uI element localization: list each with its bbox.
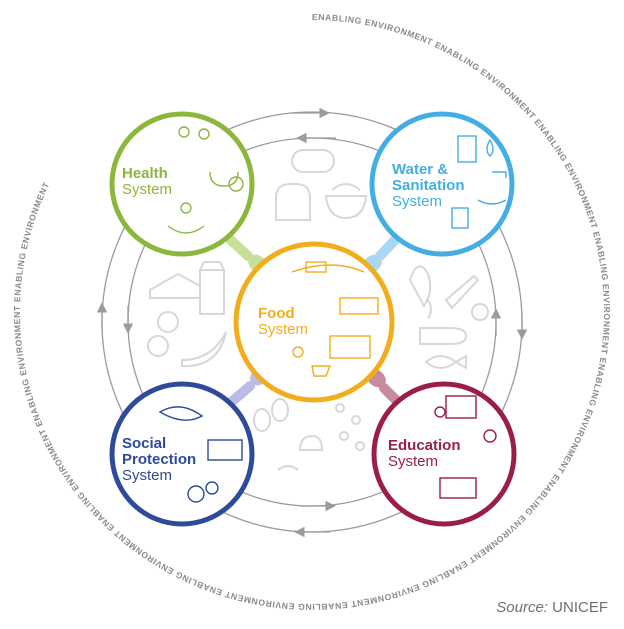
health-title: Health [122, 165, 168, 182]
education-system-node: Education System [371, 381, 517, 527]
shopping-cart-icon [311, 365, 332, 377]
stethoscope-icon [209, 171, 239, 187]
egg-icon-2 [253, 408, 271, 432]
fried-egg-icon [298, 434, 324, 451]
social-title-line1: Social [122, 435, 166, 452]
handwashing-icon [477, 199, 507, 205]
health-subtitle: System [122, 181, 172, 198]
education-subtitle: System [388, 453, 438, 470]
water-title-line1: Water & [392, 161, 448, 178]
blackboard-icon [445, 395, 477, 419]
mushroom-icon [471, 303, 489, 321]
carrot-icon [444, 274, 480, 310]
source-name: UNICEF [552, 599, 608, 616]
caring-hands-icon [167, 225, 205, 234]
orbit-arrows [96, 107, 528, 538]
social-title-line2: Protection [122, 451, 196, 468]
school-meal-tray-icon [439, 477, 477, 499]
peapod-icon [277, 465, 299, 471]
medical-cross-icon [228, 176, 244, 192]
fish-icon [424, 354, 467, 370]
bean-icon-4 [355, 441, 365, 451]
cheese-icon [149, 272, 201, 299]
food-subtitle: System [258, 321, 308, 338]
water-glass-icon [457, 135, 477, 163]
teacher-icon [434, 406, 446, 418]
gear-icon [187, 485, 205, 503]
cow-icon [305, 261, 327, 273]
apple-icon [157, 311, 179, 333]
egg-icon [271, 398, 289, 422]
health-worker-icon [178, 126, 190, 138]
handshake-icon [158, 406, 204, 421]
bean-icon [335, 403, 345, 413]
bread-loaf-icon [275, 183, 311, 221]
leafy-greens-icon [408, 265, 432, 319]
milk-carton-icon [198, 261, 226, 315]
water-title-line2: Sanitation [392, 177, 465, 194]
source-prefix: Source: [496, 599, 548, 616]
water-sanitation-system-node: Water & Sanitation System [369, 111, 515, 257]
shopper-icon [292, 346, 304, 358]
rice-bowl-icon [324, 183, 368, 220]
banana-icon [181, 331, 227, 368]
gear-icon-2 [205, 481, 219, 495]
education-title: Education [388, 437, 461, 454]
social-protection-system-node: Social Protection System [109, 381, 255, 527]
student-icon [483, 429, 497, 443]
orange-icon [147, 335, 169, 357]
source-credit: Source: UNICEF [496, 599, 608, 616]
food-system-node: Food System [233, 241, 395, 403]
drumstick-icon [419, 327, 468, 345]
water-drop-icon [486, 138, 494, 157]
bean-icon-2 [351, 415, 361, 425]
water-subtitle: System [392, 193, 442, 210]
cash-icon [207, 439, 243, 461]
market-stall-icon [339, 297, 379, 315]
background-food-icons [147, 149, 489, 471]
bread-roll-icon [291, 149, 335, 173]
tap-icon [492, 171, 507, 178]
food-title: Food [258, 305, 295, 322]
family-icon [180, 202, 192, 214]
social-subtitle: System [122, 467, 172, 484]
health-system-node: Health System [109, 111, 255, 257]
food-tray-icon [329, 335, 371, 359]
toilet-icon [451, 207, 469, 229]
bean-icon-3 [339, 431, 349, 441]
farm-field-icon [291, 264, 365, 273]
mother-child-icon [198, 128, 210, 140]
